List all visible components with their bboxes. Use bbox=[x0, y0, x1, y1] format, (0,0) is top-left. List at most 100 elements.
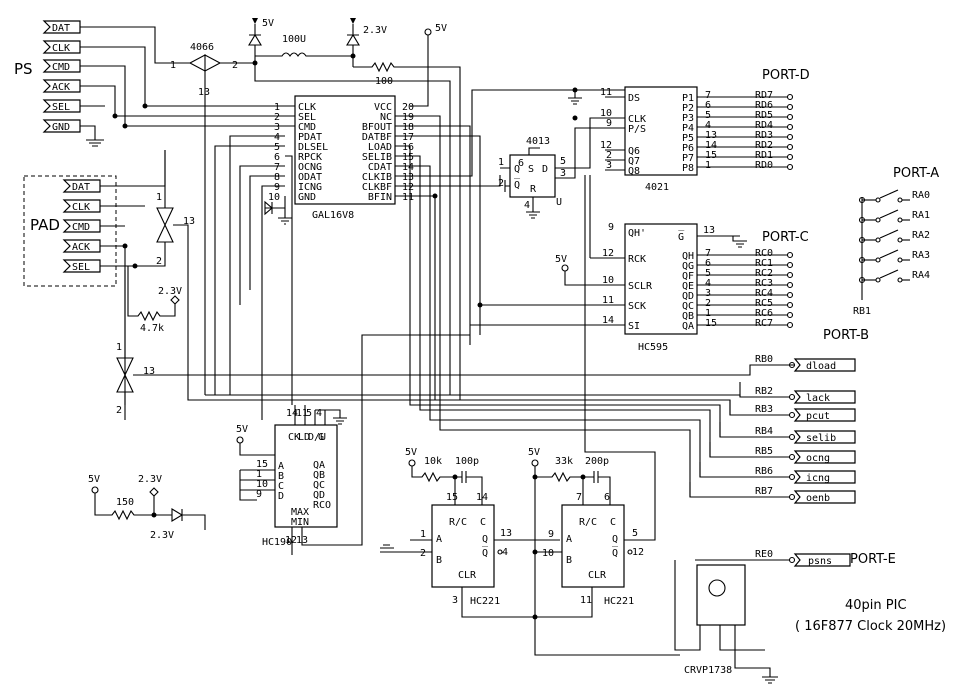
hc221a-pin-15: 15 bbox=[446, 492, 458, 503]
pad-enclosure bbox=[23, 175, 117, 287]
hc190-sig-qb: QB bbox=[313, 470, 325, 481]
rb1-label: RB1 bbox=[853, 306, 871, 317]
sr4021-sig-p1: P1 bbox=[682, 93, 694, 104]
port-b-bus bbox=[187, 395, 731, 415]
sr4021-sig-p4: P4 bbox=[682, 123, 694, 134]
bias-23v-label: 2.3V bbox=[138, 474, 162, 485]
hc595-pin-7: 7 bbox=[705, 248, 711, 259]
port-d-rd1: RD1 bbox=[755, 150, 773, 161]
port-e-section: RE0 psns PORT-E bbox=[695, 549, 896, 567]
hc595-sig-qh: QH bbox=[682, 251, 694, 262]
hc190-sig-du: D/U bbox=[308, 432, 326, 443]
sr4021-pin-11: 11 bbox=[600, 87, 612, 98]
gal-sig-bfout: BFOUT bbox=[362, 122, 392, 133]
hc221a-r-label: 10k bbox=[424, 456, 442, 467]
pad-label: PAD bbox=[30, 216, 60, 234]
gal-sig-datbf: DATBF bbox=[362, 132, 392, 143]
port-c-rc6: RC6 bbox=[755, 308, 773, 319]
gal-sig-dlsel: DLSEL bbox=[298, 142, 328, 153]
hc190-pin-1: 1 bbox=[256, 469, 262, 480]
hc190-sig-g: G bbox=[318, 432, 324, 443]
gal-pin-19: 19 bbox=[402, 112, 414, 123]
sr4021-pin-3: 3 bbox=[606, 160, 612, 171]
sr4021-pin-4: 4 bbox=[705, 120, 711, 131]
power-5v-label-2: 5V bbox=[435, 23, 447, 34]
port-b-flag bbox=[793, 450, 856, 464]
port-b-sig-oenb: oenb bbox=[806, 493, 830, 504]
power-5v-label: 5V bbox=[262, 18, 274, 29]
analog-switch-3: 1 2 13 bbox=[116, 270, 795, 420]
hc221a-name: HC221 bbox=[470, 596, 500, 607]
pullup-23v-symbol bbox=[170, 295, 180, 305]
pad-ack-label: ACK bbox=[72, 242, 90, 253]
power-23v-label: 2.3V bbox=[363, 25, 387, 36]
sr4021-pin-2: 2 bbox=[606, 150, 612, 161]
port-a-contact bbox=[875, 237, 881, 243]
sr4021-pin-9: 9 bbox=[606, 118, 612, 129]
port-b-sig-lack: lack bbox=[806, 393, 830, 404]
port-d-terminal bbox=[786, 103, 794, 111]
gal-pin-8: 8 bbox=[274, 172, 280, 183]
hc595-sig-sck: SCK bbox=[628, 301, 646, 312]
ff-d: D bbox=[542, 164, 548, 175]
switch1-pin-in: 1 bbox=[170, 60, 176, 71]
port-b-terminal bbox=[788, 411, 796, 419]
port-b-rb6: RB6 bbox=[755, 466, 773, 477]
hc595-pin-4: 4 bbox=[705, 278, 711, 289]
sr4021-sig-p/s: P/S bbox=[628, 124, 646, 135]
switch-lever bbox=[879, 229, 899, 239]
hc190-pin-5: 5 bbox=[306, 408, 312, 419]
port-a-contact bbox=[875, 197, 881, 203]
hc221b-c: C bbox=[610, 517, 616, 528]
hc221a-pin-1: 1 bbox=[420, 529, 426, 540]
sr4021-sig-ds: DS bbox=[628, 93, 640, 104]
gal-sig-load: LOAD bbox=[368, 142, 392, 153]
switch2-pin-bot: 2 bbox=[156, 256, 162, 267]
hc190-sig-ld: LD bbox=[298, 432, 310, 443]
resistor-100-label: 100 bbox=[375, 76, 393, 87]
hc595-pin-15: 15 bbox=[705, 318, 717, 329]
port-b-rb3: RB3 bbox=[755, 404, 773, 415]
hc221b-rc: R/C bbox=[579, 517, 597, 528]
port-b-flag bbox=[793, 490, 856, 504]
port-d-rd0: RD0 bbox=[755, 160, 773, 171]
sr4021-pin-14: 14 bbox=[705, 140, 717, 151]
ff-pin-3: 3 bbox=[560, 168, 566, 179]
hc221b-pin-7: 7 bbox=[576, 492, 582, 503]
hc595-sig-rck: RCK bbox=[628, 254, 646, 265]
resistor-47k-label: 4.7k bbox=[140, 323, 164, 334]
gal-pin-7: 7 bbox=[274, 162, 280, 173]
hc190-sig-qd: QD bbox=[313, 490, 325, 501]
ps-ack-label: ACK bbox=[52, 82, 70, 93]
hc595-pin-11: 11 bbox=[602, 295, 614, 306]
port-c-terminal bbox=[786, 291, 794, 299]
gal-pin-13: 13 bbox=[402, 172, 414, 183]
psns-label: psns bbox=[808, 556, 832, 567]
port-a-ra1: RA1 bbox=[912, 210, 930, 221]
power-23v-symbol bbox=[350, 18, 356, 24]
hc190-sig-b: B bbox=[278, 471, 284, 482]
hc190-sig-min: MIN bbox=[291, 517, 309, 528]
sr4021-sig-p6: P6 bbox=[682, 143, 694, 154]
hc595-sig-si: SI bbox=[628, 321, 640, 332]
ff-pin-5: 5 bbox=[560, 156, 566, 167]
hc190-pin-14: 14 bbox=[286, 408, 298, 419]
hc595-pin-10: 10 bbox=[602, 275, 614, 286]
sr4021-sig-clk: CLK bbox=[628, 114, 646, 125]
pad-clk-label: CLK bbox=[72, 202, 90, 213]
gal-sig-selib: SELIB bbox=[362, 152, 392, 163]
port-c-rc4: RC4 bbox=[755, 288, 773, 299]
port-b-terminal bbox=[788, 493, 796, 501]
port-b-flag bbox=[793, 390, 856, 404]
sr4021-sig-p3: P3 bbox=[682, 113, 694, 124]
port-c-rc2: RC2 bbox=[755, 268, 773, 279]
port-a-ra3: RA3 bbox=[912, 250, 930, 261]
hc190-5v-label: 5V bbox=[236, 424, 248, 435]
port-b-bus bbox=[429, 385, 701, 477]
gal-sig-ocng: OCNG bbox=[298, 162, 322, 173]
switch2-pin-top: 1 bbox=[156, 192, 162, 203]
